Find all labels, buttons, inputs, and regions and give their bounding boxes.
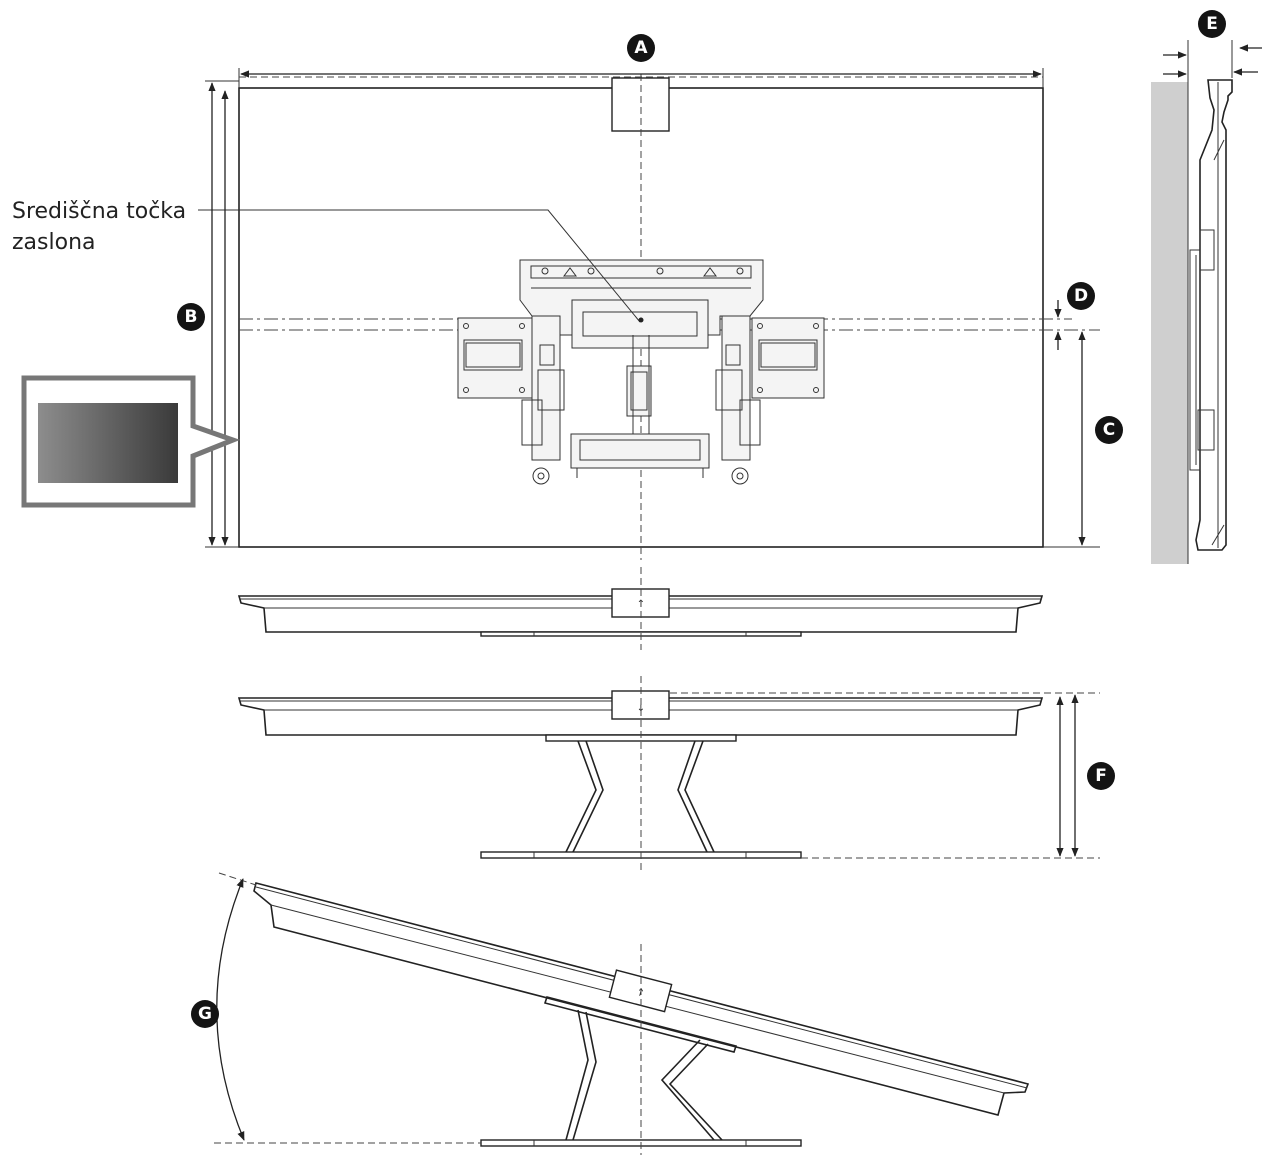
center-point-marker xyxy=(638,317,644,323)
screen-center-point-caption: Središčna točka zaslona xyxy=(12,196,212,258)
tv-top-view-stand: ↓ xyxy=(237,676,1100,870)
tv-tilted-view: ↑ xyxy=(214,872,1030,1155)
svg-text:↑: ↑ xyxy=(635,987,646,1000)
tv-front-view xyxy=(198,74,1100,560)
label-e: E xyxy=(1198,10,1226,38)
wall-surface xyxy=(1151,82,1188,564)
label-g: G xyxy=(191,1000,219,1028)
dimension-f xyxy=(1056,694,1079,857)
tv-top-view-flat: ↑ xyxy=(237,567,1044,650)
dimension-g xyxy=(216,878,245,1141)
screen-illustration xyxy=(38,403,178,483)
dimension-b xyxy=(205,80,239,548)
label-a: A xyxy=(627,34,655,62)
tv-side-view xyxy=(1151,78,1233,564)
label-d: D xyxy=(1067,282,1095,310)
caption-line-2: zaslona xyxy=(12,230,96,255)
dimension-c xyxy=(1043,331,1100,548)
dimension-a xyxy=(238,68,1044,88)
label-b: B xyxy=(177,303,205,331)
label-f: F xyxy=(1087,762,1115,790)
wall-mount-bracket xyxy=(457,259,825,485)
dimension-e xyxy=(1163,40,1262,78)
caption-line-1: Središčna točka xyxy=(12,199,187,224)
screen-callout xyxy=(21,375,241,508)
label-c: C xyxy=(1095,416,1123,444)
center-point-leader xyxy=(198,209,641,323)
svg-text:↓: ↓ xyxy=(637,703,645,714)
